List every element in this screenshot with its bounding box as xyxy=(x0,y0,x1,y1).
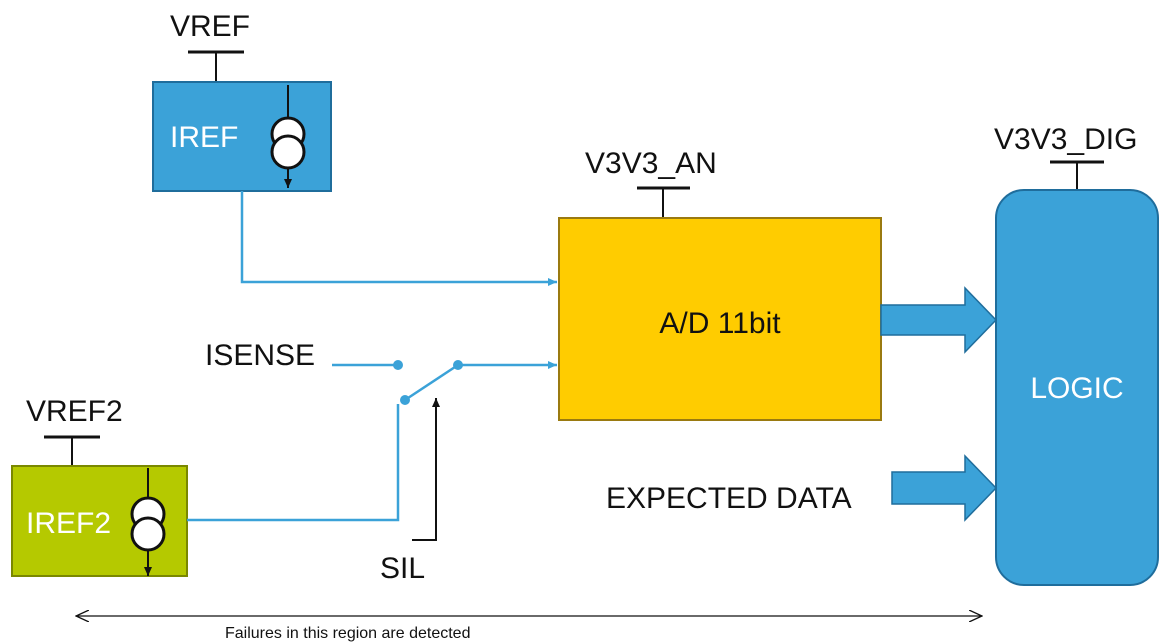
adc-block xyxy=(558,217,882,421)
vref2-supply-symbol xyxy=(44,435,100,466)
region-note: Failures in this region are detected xyxy=(225,625,470,642)
logic-label: LOGIC xyxy=(1030,372,1123,405)
vref-supply-symbol xyxy=(188,50,244,82)
logic-block xyxy=(995,189,1159,586)
vref-label: VREF xyxy=(170,10,250,43)
vref2-label: VREF2 xyxy=(26,395,123,428)
bus-arrow-icon xyxy=(891,454,998,522)
v3v3-an-supply-symbol xyxy=(637,186,690,218)
v3v3-dig-supply-symbol xyxy=(1050,160,1104,190)
wire-iref2-to-switch xyxy=(187,404,400,522)
v3v3-an-label: V3V3_AN xyxy=(585,147,717,180)
isense-label: ISENSE xyxy=(205,339,315,372)
switch-icon xyxy=(332,360,463,405)
iref-label: IREF xyxy=(170,121,238,154)
adc-label: A/D 11bit xyxy=(659,307,781,340)
v3v3-dig-label: V3V3_DIG xyxy=(994,123,1137,156)
bus-arrow-icon xyxy=(880,286,998,354)
sil-control-line xyxy=(412,398,440,541)
sil-label: SIL xyxy=(380,552,425,585)
wire-iref-to-adc xyxy=(240,191,557,286)
iref2-label: IREF2 xyxy=(26,507,111,540)
current-source-icon xyxy=(130,468,166,576)
expected-data-label: EXPECTED DATA xyxy=(606,482,852,515)
current-source-icon xyxy=(270,85,306,188)
